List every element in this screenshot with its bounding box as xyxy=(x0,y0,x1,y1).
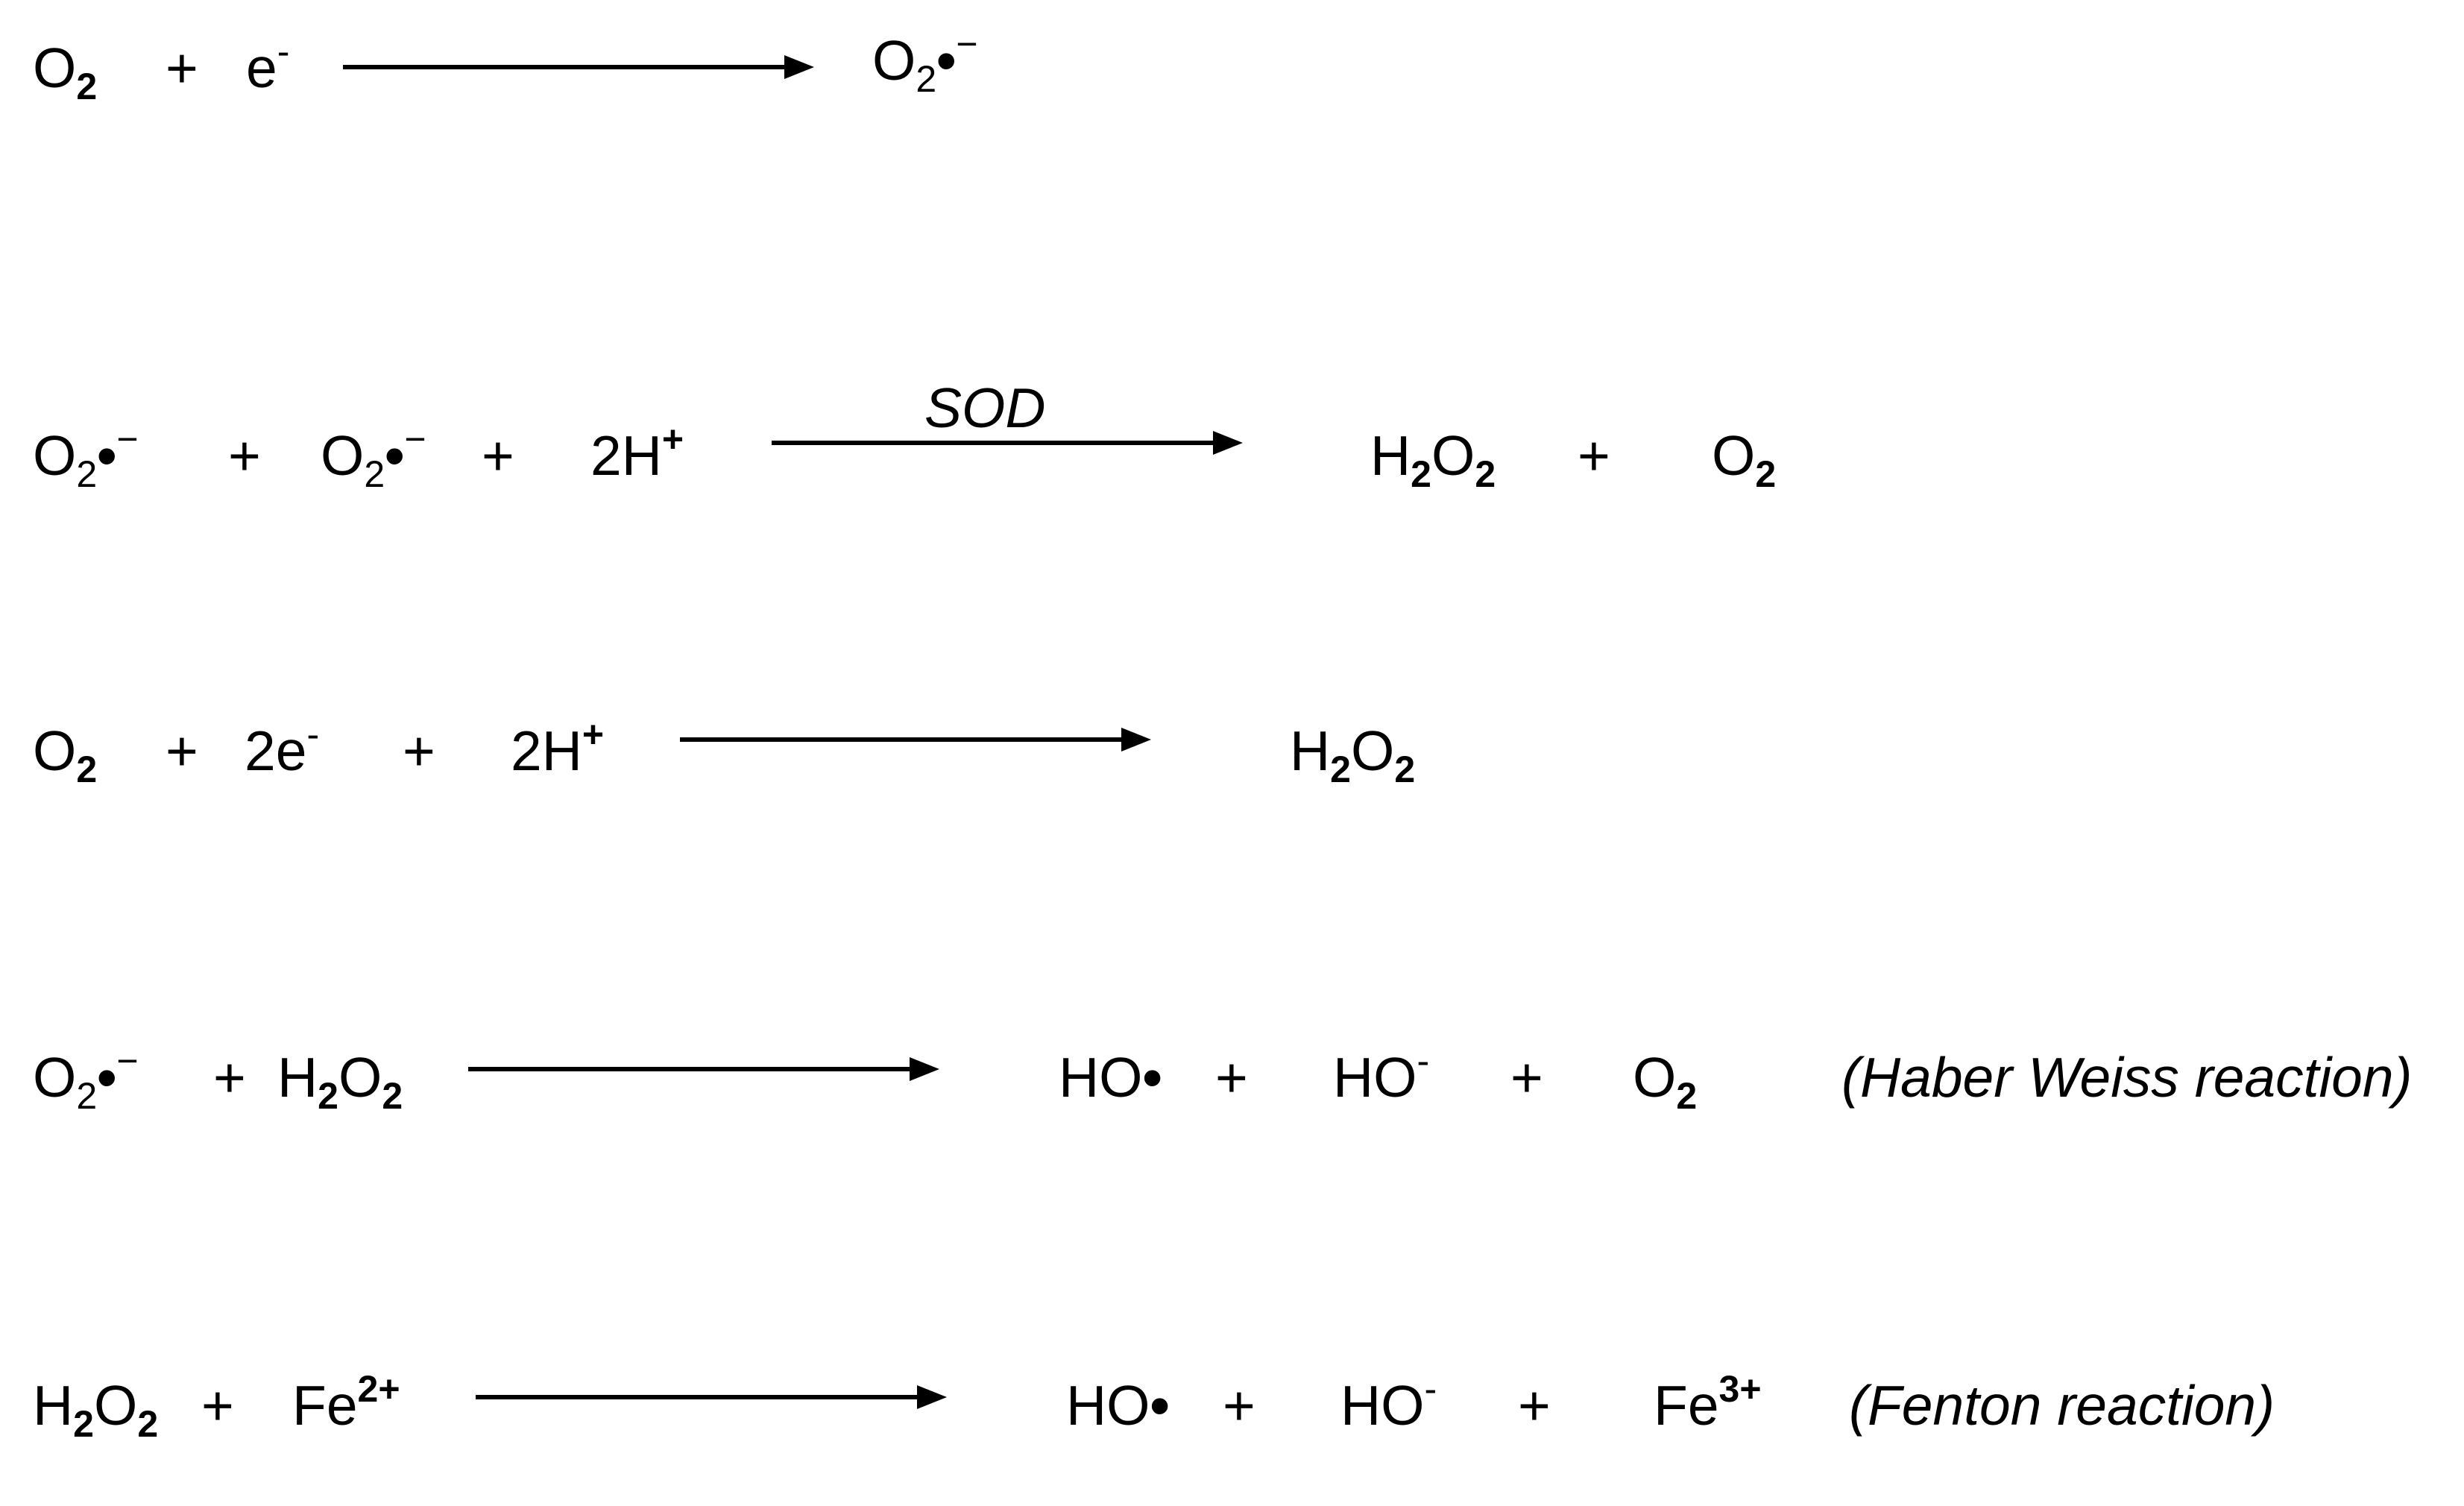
plus-sign: + xyxy=(213,1046,246,1109)
reaction-sod-dismutation: O2•− + O2•− + 2H+ SOD H2O2 + O2 xyxy=(0,380,2464,529)
reaction-arrow xyxy=(772,431,1243,455)
plus-sign: + xyxy=(228,424,261,487)
species-hydroxyl-radical: HO• xyxy=(1059,1046,1162,1109)
species-electron: e- xyxy=(246,31,290,99)
species-protons: 2H+ xyxy=(590,418,684,487)
species-hydroxide: HO- xyxy=(1340,1368,1437,1437)
species-hydroxide: HO- xyxy=(1333,1040,1430,1109)
species-superoxide: O2•− xyxy=(321,418,426,495)
plus-sign: + xyxy=(1578,424,1610,487)
species-hydrogen-peroxide: H2O2 xyxy=(1290,719,1416,790)
reaction-name-fenton: (Fenton reaction) xyxy=(1849,1374,2275,1437)
reaction-arrow xyxy=(343,55,814,79)
species-hydrogen-peroxide: H2O2 xyxy=(277,1046,403,1117)
reaction-arrow xyxy=(680,728,1151,752)
species-superoxide: O2•− xyxy=(33,1040,139,1117)
species-ferrous-ion: Fe2+ xyxy=(292,1368,400,1437)
plus-sign: + xyxy=(403,719,435,782)
species-superoxide: O2•− xyxy=(872,23,978,100)
species-protons: 2H+ xyxy=(511,713,605,782)
reaction-two-electron-reduction: O2 + 2e- + 2H+ H2O2 xyxy=(0,701,2464,850)
arrow-label-sod: SOD xyxy=(924,376,1046,439)
species-hydrogen-peroxide: H2O2 xyxy=(1370,424,1496,495)
plus-sign: + xyxy=(1215,1046,1248,1109)
species-superoxide: O2•− xyxy=(33,418,139,495)
species-o2: O2 xyxy=(1712,424,1777,495)
plus-sign: + xyxy=(166,37,198,99)
species-two-electrons: 2e- xyxy=(245,713,320,782)
reaction-name-haber-weiss: (Haber Weiss reaction) xyxy=(1841,1046,2413,1109)
species-hydroxyl-radical: HO• xyxy=(1066,1374,1170,1437)
species-o2: O2 xyxy=(33,719,98,790)
plus-sign: + xyxy=(201,1374,234,1437)
species-ferric-ion: Fe3+ xyxy=(1654,1368,1762,1437)
species-hydrogen-peroxide: H2O2 xyxy=(33,1374,159,1445)
plus-sign: + xyxy=(1518,1374,1551,1437)
reaction-fenton: H2O2 + Fe2+ HO• + HO- + Fe3+ (Fenton rea… xyxy=(0,1357,2464,1506)
reaction-superoxide-formation: O2 + e- O2•− xyxy=(0,22,2464,171)
reaction-haber-weiss: O2•− + H2O2 HO• + HO- + O2 (Haber Weiss … xyxy=(0,1029,2464,1178)
species-o2: O2 xyxy=(1633,1046,1698,1117)
plus-sign: + xyxy=(1223,1374,1255,1437)
reaction-arrow xyxy=(476,1385,947,1409)
plus-sign: + xyxy=(1510,1046,1543,1109)
reaction-scheme: O2 + e- O2•− O2•− + O2•− + 2H+ SOD H2O2 … xyxy=(0,22,2464,1443)
plus-sign: + xyxy=(166,719,198,782)
species-o2: O2 xyxy=(33,37,98,107)
plus-sign: + xyxy=(482,424,514,487)
reaction-arrow xyxy=(468,1057,939,1081)
